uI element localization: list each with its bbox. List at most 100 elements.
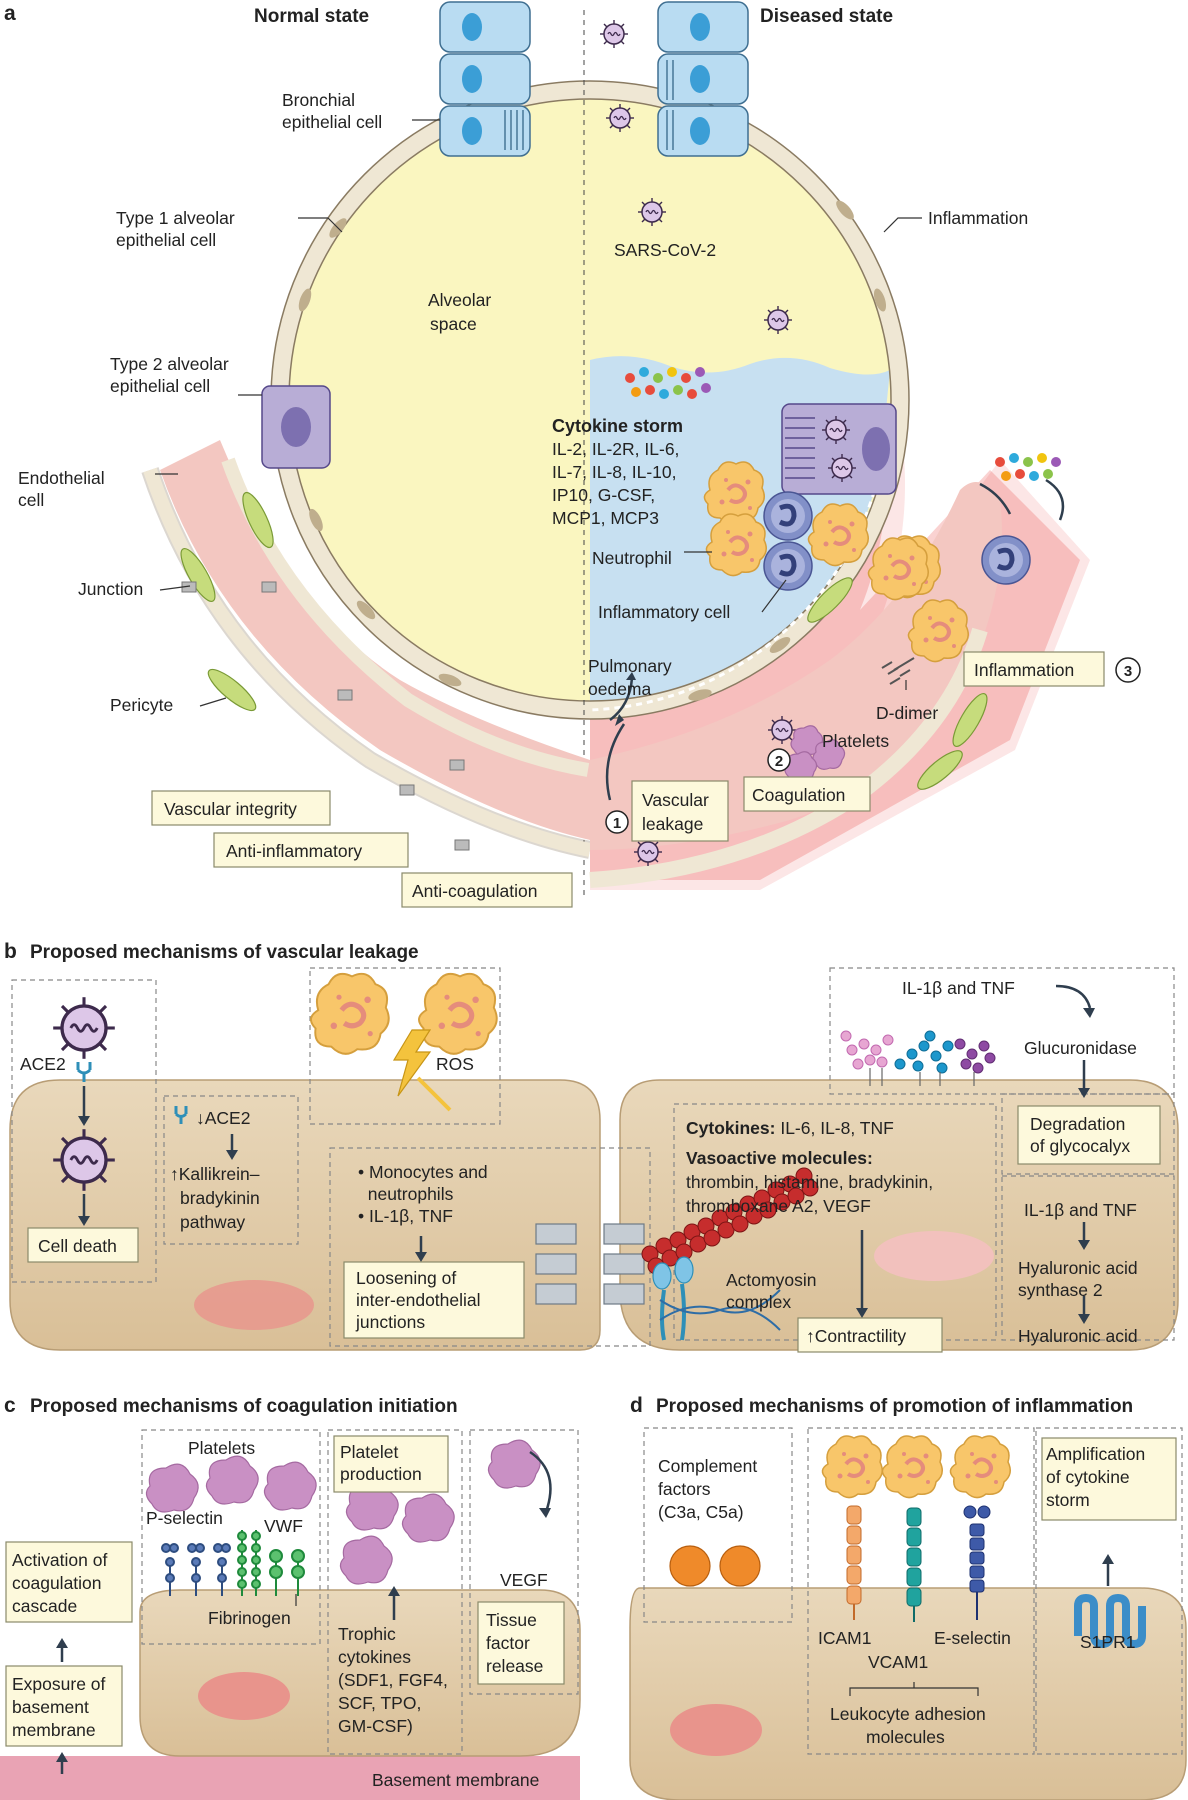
box-kallikrein (163, 1095, 299, 1245)
complement-3: (C3a, C5a) (658, 1502, 744, 1522)
box-anti-coagulation (401, 872, 573, 908)
p-selectin-label: P-selectin (146, 1508, 223, 1528)
vascular-integrity-label: Vascular integrity (164, 799, 297, 819)
inflammation-box-label: Inflammation (974, 660, 1074, 680)
actomyosin-1: Actomyosin (726, 1270, 816, 1290)
vwf-label: VWF (264, 1516, 303, 1536)
panel-b-title: Proposed mechanisms of vascular leakage (30, 942, 419, 963)
mono-3: • IL-1β, TNF (358, 1206, 453, 1226)
box-hyaluronic (1001, 1175, 1175, 1341)
cytokine-line-2: IL-7, IL-8, IL-10, (552, 462, 677, 482)
tissue-factor-1: Tissue (486, 1610, 537, 1630)
trophic-2: cytokines (338, 1647, 411, 1667)
box-ros (309, 967, 501, 1125)
exposure-3: membrane (12, 1720, 96, 1740)
kallikrein-1: ↑Kallikrein– (170, 1164, 260, 1184)
degradation-1: Degradation (1030, 1114, 1125, 1134)
panel-d-title: Proposed mechanisms of promotion of infl… (656, 1396, 1133, 1417)
panel-d-letter: d (630, 1394, 643, 1417)
ros-lightning-icon (392, 1029, 432, 1097)
platelet-production-1: Platelet (340, 1442, 399, 1462)
box-coagulation (743, 776, 871, 812)
complement-1: Complement (658, 1456, 757, 1476)
pericytes (180, 491, 274, 712)
amplification-2: of cytokine (1046, 1467, 1130, 1487)
complement-2: factors (658, 1479, 711, 1499)
loosening-3: junctions (355, 1312, 425, 1332)
type2-cell-diseased (781, 403, 897, 495)
pericytes-diseased (807, 577, 988, 790)
oedema-label-2: oedema (588, 679, 652, 699)
icam-label: ICAM1 (818, 1628, 871, 1648)
s1pr1-receptor (1074, 1593, 1146, 1649)
vegf-label: VEGF (500, 1570, 548, 1590)
anti-inflammatory-label: Anti-inflammatory (226, 841, 362, 861)
ace2-label: ACE2 (20, 1054, 66, 1074)
platelet-production-2: production (340, 1464, 422, 1484)
platelets-c-label: Platelets (188, 1438, 255, 1458)
cytokine-dots (625, 367, 1061, 481)
trophic-4: SCF, TPO, (338, 1693, 421, 1713)
endothelial-cell-d (629, 1587, 1187, 1800)
box-vascular-leakage (631, 780, 729, 842)
alveolar-space-1: Alveolar (428, 290, 491, 310)
degradation-2: of glycocalyx (1030, 1136, 1130, 1156)
oedema-label-1: Pulmonary (588, 656, 672, 676)
s1pr1-label: S1PR1 (1080, 1632, 1135, 1652)
svg-text:Cytokines: IL-6, IL-8, TNF: Cytokines: IL-6, IL-8, TNF (686, 1118, 894, 1138)
actomyosin-complex (641, 1167, 819, 1341)
vaso-line-2: thromboxane A2, VEGF (686, 1196, 871, 1216)
sars-cov2-label: SARS-CoV-2 (614, 240, 716, 260)
trophic-1: Trophic (338, 1624, 396, 1644)
kallikrein-3: pathway (180, 1212, 245, 1232)
vascular-leakage-label-1: Vascular (642, 790, 709, 810)
neutrophil-label: Neutrophil (592, 548, 672, 568)
vascular-leakage-label-2: leakage (642, 814, 703, 834)
trophic-3: (SDF1, FGF4, (338, 1670, 448, 1690)
panel-b (9, 967, 1179, 1353)
cell-death-label: Cell death (38, 1236, 117, 1256)
il1-tnf-2: IL-1β and TNF (1024, 1200, 1137, 1220)
step-3: 3 (1124, 663, 1132, 680)
trophic-5: GM-CSF) (338, 1716, 413, 1736)
box-inflammation (963, 651, 1105, 687)
hyaluronic-synth-2: synthase 2 (1018, 1280, 1103, 1300)
tissue-factor-3: release (486, 1656, 543, 1676)
ace2-down-label: ↓ACE2 (196, 1108, 250, 1128)
box-anti-inflammatory (213, 832, 409, 868)
vaso-line-1: thrombin, histamine, bradykinin, (686, 1172, 933, 1192)
inflammation-top-label: Inflammation (928, 208, 1028, 228)
panel-d (629, 1427, 1187, 1800)
activation-3: cascade (12, 1596, 77, 1616)
text-layer: a Normal state Diseased state Bronchial … (4, 2, 1145, 1790)
type2-label-1: Type 2 alveolar (110, 354, 229, 374)
kallikrein-2: bradykinin (180, 1188, 260, 1208)
junction-label: Junction (78, 579, 143, 599)
cytokine-storm-title: Cytokine storm (552, 416, 683, 436)
fibrinogen-label: Fibrinogen (208, 1608, 291, 1628)
box-ace2 (11, 979, 157, 1283)
cytokine-line-3: IP10, G-CSF, (552, 485, 655, 505)
mono-1: • Monocytes and (358, 1162, 488, 1182)
bronchial-label-2: epithelial cell (282, 112, 382, 132)
actomyosin-2: complex (726, 1292, 791, 1312)
adhesion-molecules (846, 1505, 991, 1696)
panel-c-title: Proposed mechanisms of coagulation initi… (30, 1396, 458, 1417)
type2-label-2: epithelial cell (110, 376, 210, 396)
step-2: 2 (775, 753, 783, 770)
alveolar-space-2: space (430, 314, 477, 334)
type1-label-1: Type 1 alveolar (116, 208, 235, 228)
leukocyte-2: molecules (866, 1727, 945, 1747)
step-1: 1 (613, 815, 621, 832)
loosening-2: inter-endothelial (356, 1290, 481, 1310)
d-dimer-mark (881, 657, 915, 685)
diseased-state-title: Diseased state (760, 6, 893, 27)
panel-c-letter: c (4, 1394, 16, 1417)
exposure-1: Exposure of (12, 1674, 106, 1694)
vasoactive-title: Vasoactive molecules: (686, 1148, 873, 1168)
anti-coagulation-label: Anti-coagulation (412, 881, 538, 901)
panel-a-letter: a (4, 2, 16, 25)
normal-state-title: Normal state (254, 6, 369, 27)
endothelial-label-2: cell (18, 490, 44, 510)
